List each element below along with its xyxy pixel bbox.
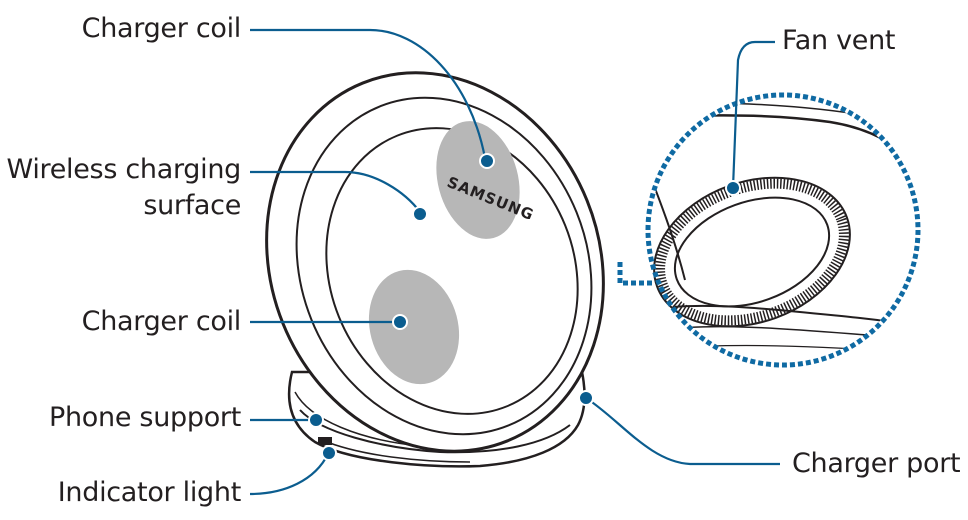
label-charger-port: Charger port xyxy=(792,448,961,479)
label-wireless-surface-line1: Wireless charging xyxy=(6,154,242,185)
dot-phone-support xyxy=(308,412,324,428)
dot-charger-coil-bottom xyxy=(392,314,408,330)
label-charger-coil-top: Charger coil xyxy=(81,13,242,44)
leader-wireless-surface xyxy=(250,170,421,213)
charging-pad xyxy=(265,71,605,453)
leader-lines xyxy=(249,28,780,496)
charger-coil-top xyxy=(436,121,520,239)
zoom-circle xyxy=(645,92,921,368)
indicator-light-slot xyxy=(318,437,332,445)
dot-indicator-light xyxy=(321,445,337,461)
fan-vent-ring-inner xyxy=(673,196,831,308)
label-wireless-surface-line2: surface xyxy=(143,190,241,221)
leader-indicator-light xyxy=(249,453,329,496)
label-charger-coil-bottom: Charger coil xyxy=(81,306,242,337)
charger-coil-bottom xyxy=(368,269,460,385)
label-fan-vent: Fan vent xyxy=(782,25,896,56)
dot-charger-port xyxy=(578,390,594,406)
label-phone-support: Phone support xyxy=(49,402,241,433)
zoom-connector xyxy=(617,262,655,286)
fan-vent-ring-outer xyxy=(655,178,849,326)
leader-fan-vent xyxy=(731,40,775,189)
label-indicator-light: Indicator light xyxy=(57,477,242,508)
dot-fan-vent xyxy=(725,180,741,196)
dot-wireless-surface xyxy=(412,206,428,222)
fan-vent-detail xyxy=(645,92,921,368)
leader-charger-port xyxy=(585,397,780,466)
leader-charger-coil-top xyxy=(250,28,487,159)
dot-charger-coil-top xyxy=(479,153,495,169)
leader-dots xyxy=(308,153,741,461)
